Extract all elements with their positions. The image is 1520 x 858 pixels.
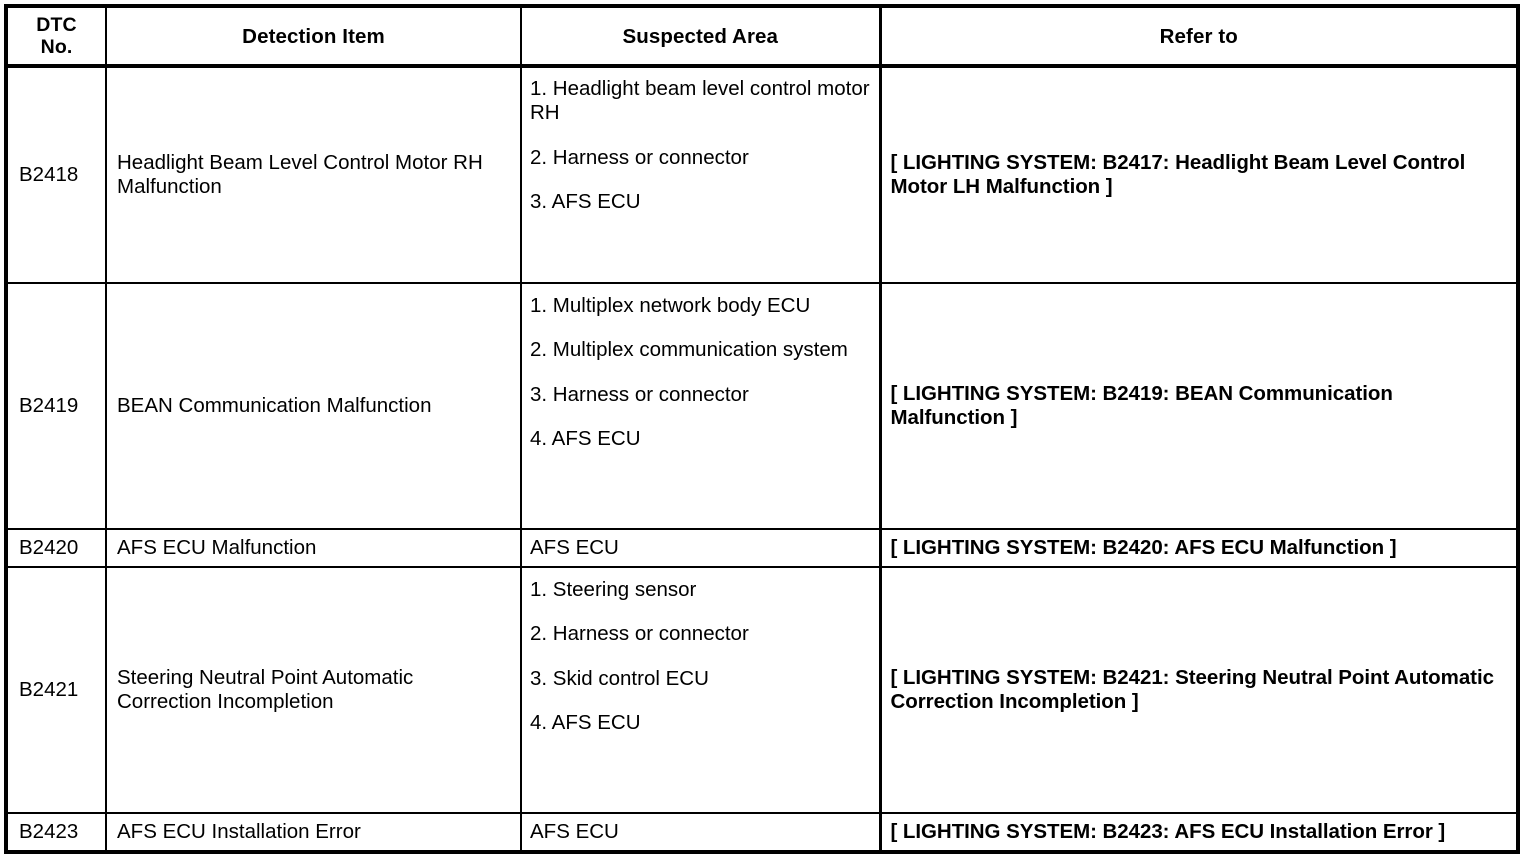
detection-item-text: AFS ECU Installation Error bbox=[117, 819, 361, 843]
cell-suspected-area: 1. Headlight beam level control motor RH… bbox=[521, 66, 882, 283]
list-item: 1. Steering sensor bbox=[530, 577, 697, 601]
cell-dtc-no: B2421 bbox=[6, 565, 107, 813]
detection-item-text: Steering Neutral Point Automatic Correct… bbox=[117, 665, 414, 713]
detection-item-text: Headlight Beam Level Control Motor RH Ma… bbox=[117, 151, 483, 199]
list-item: 3. Skid control ECU bbox=[530, 666, 709, 690]
column-header-refer-to: Refer to bbox=[880, 6, 1518, 69]
table-row: B2419 BEAN Communication Malfunction 1. … bbox=[6, 281, 1518, 529]
cell-dtc-no: B2419 bbox=[6, 281, 107, 529]
list-item: 4. AFS ECU bbox=[530, 427, 641, 451]
cell-dtc-no: B2418 bbox=[6, 66, 107, 283]
cell-suspected-area: 1. Steering sensor 2. Harness or connect… bbox=[521, 565, 882, 813]
cell-suspected-area: 1. Multiplex network body ECU 2. Multipl… bbox=[521, 281, 882, 529]
cell-refer-to: [ LIGHTING SYSTEM: B2423: AFS ECU Instal… bbox=[880, 811, 1518, 852]
refer-to-link[interactable]: [ LIGHTING SYSTEM: B2419: BEAN Communica… bbox=[890, 381, 1393, 429]
table-row: B2423 AFS ECU Installation Error AFS ECU… bbox=[6, 811, 1518, 852]
cell-dtc-no: B2420 bbox=[6, 527, 107, 567]
list-item: 2. Harness or connector bbox=[530, 622, 749, 646]
suspected-area-list: 1. Headlight beam level control motor RH… bbox=[530, 77, 871, 214]
list-item: AFS ECU bbox=[530, 819, 619, 843]
cell-detection-item: BEAN Communication Malfunction bbox=[106, 281, 522, 529]
column-header-detection-item: Detection Item bbox=[106, 6, 522, 69]
column-header-dtc-no-line1: DTC bbox=[36, 14, 77, 36]
refer-to-link[interactable]: [ LIGHTING SYSTEM: B2417: Headlight Beam… bbox=[890, 151, 1466, 199]
suspected-area-list: 1. Multiplex network body ECU 2. Multipl… bbox=[530, 294, 871, 451]
refer-to-link[interactable]: [ LIGHTING SYSTEM: B2420: AFS ECU Malfun… bbox=[890, 535, 1397, 559]
cell-refer-to: [ LIGHTING SYSTEM: B2417: Headlight Beam… bbox=[880, 66, 1518, 282]
column-header-dtc-no-line2: No. bbox=[40, 36, 73, 59]
list-item: 3. AFS ECU bbox=[530, 190, 641, 214]
dtc-diagnostic-trouble-code-table: DTC No. Detection Item Suspected Area Re… bbox=[4, 4, 1520, 854]
column-header-dtc-no: DTC No. bbox=[6, 6, 107, 69]
cell-refer-to: [ LIGHTING SYSTEM: B2419: BEAN Communica… bbox=[880, 281, 1518, 529]
list-item: 1. Multiplex network body ECU bbox=[530, 293, 811, 317]
table-row: B2421 Steering Neutral Point Automatic C… bbox=[6, 565, 1518, 813]
table-row: B2420 AFS ECU Malfunction AFS ECU [ LIGH… bbox=[6, 527, 1518, 567]
detection-item-text: BEAN Communication Malfunction bbox=[117, 393, 432, 417]
table-row: B2418 Headlight Beam Level Control Motor… bbox=[6, 66, 1518, 283]
table-header: DTC No. Detection Item Suspected Area Re… bbox=[6, 6, 1518, 69]
cell-refer-to: [ LIGHTING SYSTEM: B2420: AFS ECU Malfun… bbox=[880, 527, 1518, 567]
cell-suspected-area: AFS ECU bbox=[521, 527, 882, 567]
table-body: B2418 Headlight Beam Level Control Motor… bbox=[6, 66, 1518, 852]
list-item: 2. Multiplex communication system bbox=[530, 338, 848, 362]
cell-dtc-no: B2423 bbox=[6, 811, 107, 852]
cell-detection-item: AFS ECU Malfunction bbox=[106, 527, 522, 567]
header-row: DTC No. Detection Item Suspected Area Re… bbox=[6, 6, 1518, 69]
list-item: 2. Harness or connector bbox=[530, 145, 749, 169]
cell-refer-to: [ LIGHTING SYSTEM: B2421: Steering Neutr… bbox=[880, 565, 1518, 813]
refer-to-link[interactable]: [ LIGHTING SYSTEM: B2423: AFS ECU Instal… bbox=[890, 819, 1446, 843]
list-item: 3. Harness or connector bbox=[530, 382, 749, 406]
list-item: AFS ECU bbox=[530, 535, 619, 559]
column-header-suspected-area: Suspected Area bbox=[521, 6, 882, 69]
suspected-area-list: 1. Steering sensor 2. Harness or connect… bbox=[530, 578, 871, 735]
cell-detection-item: Steering Neutral Point Automatic Correct… bbox=[106, 565, 522, 813]
list-item: 1. Headlight beam level control motor RH bbox=[530, 77, 870, 125]
cell-suspected-area: AFS ECU bbox=[521, 811, 882, 852]
list-item: 4. AFS ECU bbox=[530, 711, 641, 735]
cell-detection-item: Headlight Beam Level Control Motor RH Ma… bbox=[106, 66, 522, 283]
suspected-area-list: AFS ECU bbox=[530, 820, 871, 844]
refer-to-link[interactable]: [ LIGHTING SYSTEM: B2421: Steering Neutr… bbox=[890, 665, 1495, 713]
cell-detection-item: AFS ECU Installation Error bbox=[106, 811, 522, 852]
detection-item-text: AFS ECU Malfunction bbox=[117, 535, 317, 559]
suspected-area-list: AFS ECU bbox=[530, 536, 871, 560]
